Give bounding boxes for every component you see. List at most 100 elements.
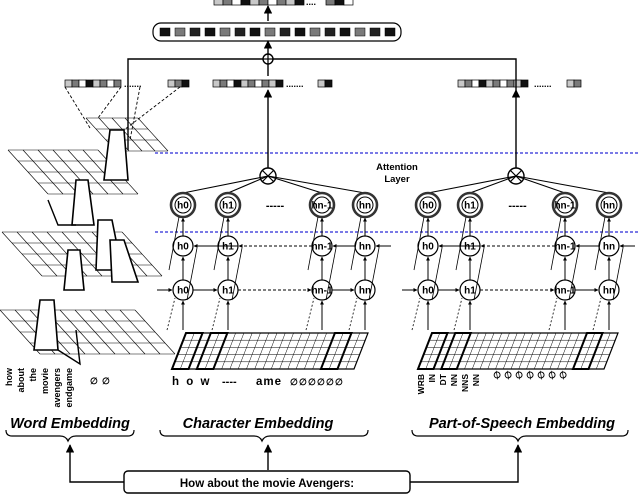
pos-dotted-input: [453, 297, 463, 331]
pos-matrix-col: [425, 332, 440, 370]
section-label-character: Character Embedding: [183, 416, 334, 432]
char-skip-line: [186, 247, 198, 301]
char-pad: ∅: [335, 377, 343, 387]
pos-dotted-input: [548, 297, 558, 331]
grid-line: [111, 117, 143, 152]
conv-filter: [103, 129, 129, 181]
concat-vector-cell: [234, 27, 246, 37]
grid-line: [134, 309, 176, 355]
word-vec-tail-cell: [167, 79, 176, 88]
pos-skip-line: [568, 247, 580, 301]
char-top-node-label: h1: [222, 201, 234, 212]
concat-vector-cell: [159, 27, 171, 37]
pos-vec-ellipsis: .......: [534, 79, 552, 89]
char-skip-line: [213, 216, 225, 271]
concat-vector-cell: [339, 27, 351, 37]
pos-top-ellipsis: -----: [508, 200, 527, 212]
char-backward-node-label: h0: [177, 242, 189, 253]
char-skip-line: [350, 216, 362, 271]
concat-vector-cell: [384, 27, 396, 37]
char-forward-node-label: h0: [177, 286, 189, 297]
char-skip-line: [231, 247, 243, 301]
concat-vector-cell: [189, 27, 201, 37]
grid-line: [1, 231, 43, 277]
pos-skip-line: [455, 216, 467, 271]
char-vec-cell: [212, 79, 221, 88]
char-vec-cell: [226, 79, 235, 88]
concat-vector-cell: [294, 27, 306, 37]
grid-line: [137, 117, 169, 152]
concat-vector-cell: [354, 27, 366, 37]
pos-skip-line: [431, 247, 443, 301]
top-out-cell: [276, 0, 287, 6]
char-forward-node-label: hn: [359, 286, 371, 297]
word-token: the: [28, 368, 38, 382]
char-top-node-inner: [356, 196, 374, 214]
embedding-grid: [0, 309, 176, 355]
pos-matrix-col: [448, 332, 464, 370]
pos-vec-cell: [464, 79, 473, 88]
pos-matrix-col: [580, 332, 595, 370]
pos-vec-cell: [492, 79, 501, 88]
input-arrows: [65, 444, 523, 483]
zoom-line: [64, 86, 91, 129]
concat-vector-frame: [152, 22, 402, 42]
pos-backward-node-label: hn: [603, 242, 615, 253]
top-out-cell: [231, 0, 242, 6]
pos-top-node-inner: [556, 196, 574, 214]
pos-forward-node-label: h1: [464, 286, 476, 297]
input-sentence-box: [123, 470, 411, 494]
pos-forward-node-label: hn-1: [554, 286, 576, 297]
char-backward-node-label: h1: [222, 242, 234, 253]
char-matrix-col: [279, 332, 294, 370]
char-sequence-label: h o w ---- ame ∅∅∅∅∅∅: [172, 376, 343, 388]
top-out-cell: [222, 0, 233, 6]
char-dotted-input: [348, 297, 358, 331]
top-out-cell: [285, 0, 296, 6]
zoom-line: [97, 86, 122, 119]
char-vec-ellipsis: .......: [286, 79, 304, 89]
char-vec-tail-cell: [324, 79, 333, 88]
grid-line: [22, 149, 64, 195]
word-vec-cell: [99, 79, 108, 88]
char-matrix-col: [237, 332, 253, 370]
char-dotted-input: [305, 297, 315, 331]
word-embedding-diagram: [0, 76, 181, 366]
char-vec-cell: [247, 79, 256, 88]
grid-line: [37, 149, 79, 195]
embedding-vectors-row: .....................: [64, 79, 582, 89]
pos-tag: NN: [449, 374, 459, 386]
char-vec-cell: [240, 79, 249, 88]
grid-line: [7, 149, 49, 195]
pos-top-node-inner: [419, 196, 437, 214]
pos-vec-cell: [499, 79, 508, 88]
pos-matrix-col: [549, 332, 564, 370]
pos-matrix-window: [416, 332, 449, 370]
top-out-tail-cell: [334, 0, 345, 6]
pos-top-node-inner: [461, 196, 479, 214]
pos-top-node-label: h1: [464, 201, 476, 212]
word-token: endgame: [64, 368, 74, 408]
pos-forward-node-label: hn: [603, 286, 615, 297]
pos-top-to-attention: [515, 175, 610, 194]
char-top-to-attention: [267, 175, 323, 194]
char-vec-cell: [261, 79, 270, 88]
grid-line: [124, 117, 156, 152]
char-matrix-col: [304, 332, 319, 370]
pos-top-node-inner: [600, 196, 618, 214]
zoom-line: [123, 86, 181, 131]
grid-line: [0, 309, 41, 355]
word-vec-cell: [92, 79, 101, 88]
pos-matrix-col: [495, 332, 510, 370]
char-top-to-attention: [182, 175, 269, 194]
grid-line: [89, 309, 131, 355]
grid-line: [104, 309, 146, 355]
char-matrix-col: [180, 332, 195, 370]
word-vec-ellipsis: .......: [124, 79, 142, 89]
pad-token: ∅: [102, 376, 110, 386]
char-sequence-start: h o w: [172, 376, 211, 388]
word-vec-cell: [106, 79, 115, 88]
branch-connectors: [127, 58, 517, 76]
